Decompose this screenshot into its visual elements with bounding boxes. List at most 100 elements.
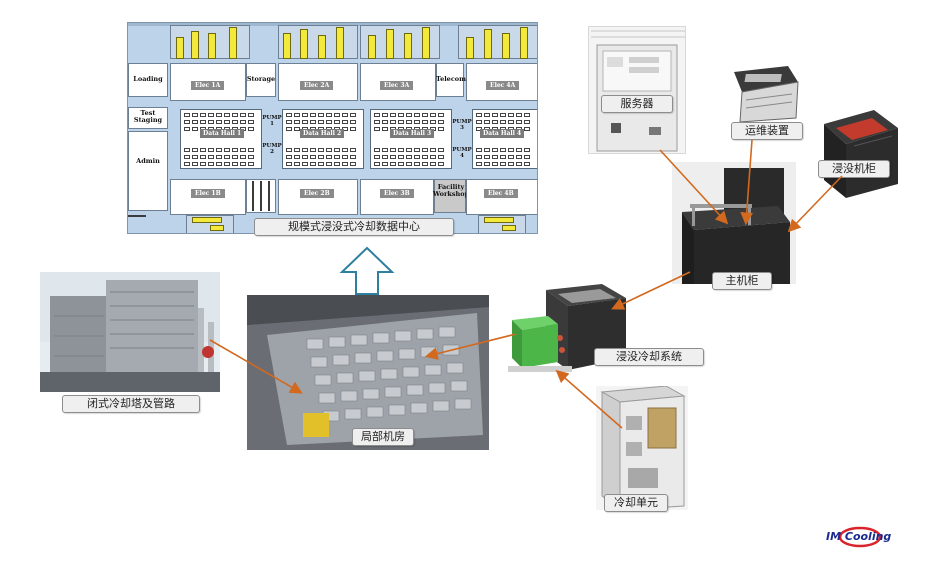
room-storage: Storage — [246, 75, 276, 83]
rack-cell — [492, 162, 498, 166]
data-hall-2-label: Data Hall 2 — [300, 129, 345, 138]
elec-1b-label: Elec 1B — [191, 189, 225, 198]
rack-cell — [192, 120, 198, 124]
rack-cell — [302, 155, 308, 159]
rack-cell — [224, 155, 230, 159]
rack-cell — [484, 148, 490, 152]
rack-cell — [310, 162, 316, 166]
rack-cell — [500, 155, 506, 159]
rack-cell — [334, 162, 340, 166]
rack-cell — [294, 127, 300, 131]
caption-ops-device: 运维装置 — [731, 122, 803, 140]
room-loading: Loading — [133, 75, 163, 83]
room-admin: Admin — [136, 157, 160, 165]
arrow-ops-to-main — [740, 139, 754, 226]
pump-3-label: PUMP 3 — [452, 119, 472, 132]
rack-cell — [184, 148, 190, 152]
arrow-server-to-main — [659, 149, 729, 225]
rack-cell — [294, 148, 300, 152]
rack-cell — [200, 120, 206, 124]
rack-cell — [326, 148, 332, 152]
room-rack — [354, 352, 372, 364]
rack-cell — [422, 162, 428, 166]
rack-cell — [438, 155, 444, 159]
rack-cell — [390, 120, 396, 124]
rack-cell — [406, 162, 412, 166]
rack-cell — [248, 120, 254, 124]
rack-cell — [334, 148, 340, 152]
rack-cell — [192, 155, 198, 159]
rack-cell — [232, 113, 238, 117]
rack-cell — [476, 162, 482, 166]
rack-cell — [492, 113, 498, 117]
rack-cell — [310, 113, 316, 117]
room-rack — [398, 348, 416, 360]
rack-cell — [286, 162, 292, 166]
rack-cell — [310, 148, 316, 152]
rack-cell — [240, 155, 246, 159]
local-room-image — [247, 295, 489, 450]
rack-cell — [318, 120, 324, 124]
rack-cell — [208, 162, 214, 166]
room-rack — [384, 386, 402, 398]
room-rack — [362, 388, 380, 400]
rack-cell — [414, 155, 420, 159]
rack-cell — [192, 148, 198, 152]
room-test-staging: Test Staging — [133, 109, 163, 124]
room-rack — [358, 370, 376, 382]
rack-cell — [508, 162, 514, 166]
elec-3b-label: Elec 3B — [380, 189, 414, 198]
rack-cell — [438, 148, 444, 152]
room-rack — [388, 404, 406, 416]
main-cabinet-image — [672, 162, 796, 284]
rack-cell — [232, 155, 238, 159]
data-hall-1-label: Data Hall 1 — [200, 129, 245, 138]
rack-cell — [374, 127, 380, 131]
rack-cell — [476, 120, 482, 124]
rack-cell — [508, 120, 514, 124]
rack-cell — [310, 120, 316, 124]
rack-cell — [390, 148, 396, 152]
rack-cell — [224, 148, 230, 152]
caption-server: 服务器 — [601, 95, 673, 113]
rack-cell — [342, 148, 348, 152]
rack-cell — [326, 120, 332, 124]
rack-cell — [232, 120, 238, 124]
room-rack — [366, 406, 384, 418]
room-rack — [394, 330, 412, 342]
rack-cell — [248, 162, 254, 166]
rack-cell — [350, 127, 356, 131]
rack-cell — [342, 113, 348, 117]
rack-cell — [342, 120, 348, 124]
rack-cell — [294, 120, 300, 124]
rack-cell — [184, 113, 190, 117]
rack-cell — [438, 113, 444, 117]
arrow-system-to-room — [424, 333, 517, 360]
rack-cell — [414, 120, 420, 124]
room-rack — [380, 368, 398, 380]
rack-cell — [476, 113, 482, 117]
rack-cell — [398, 148, 404, 152]
elec-4a-label: Elec 4A — [486, 81, 520, 90]
room-rack — [332, 354, 350, 366]
rack-cell — [430, 120, 436, 124]
rack-cell — [430, 162, 436, 166]
rack-cell — [492, 155, 498, 159]
rack-cell — [516, 120, 522, 124]
rack-cell — [438, 162, 444, 166]
rack-cell — [390, 155, 396, 159]
rack-cell — [184, 162, 190, 166]
rack-cell — [224, 162, 230, 166]
arrow-tower-to-room — [209, 339, 303, 394]
rack-cell — [200, 162, 206, 166]
im-cooling-logo: IM Cooling — [824, 524, 891, 552]
rack-cell — [492, 148, 498, 152]
rack-cell — [208, 155, 214, 159]
logo-mark-icon — [838, 526, 882, 548]
rack-cell — [342, 155, 348, 159]
rack-cell — [350, 155, 356, 159]
rack-cell — [216, 155, 222, 159]
rack-cell — [294, 113, 300, 117]
rack-cell — [224, 120, 230, 124]
rack-cell — [484, 113, 490, 117]
